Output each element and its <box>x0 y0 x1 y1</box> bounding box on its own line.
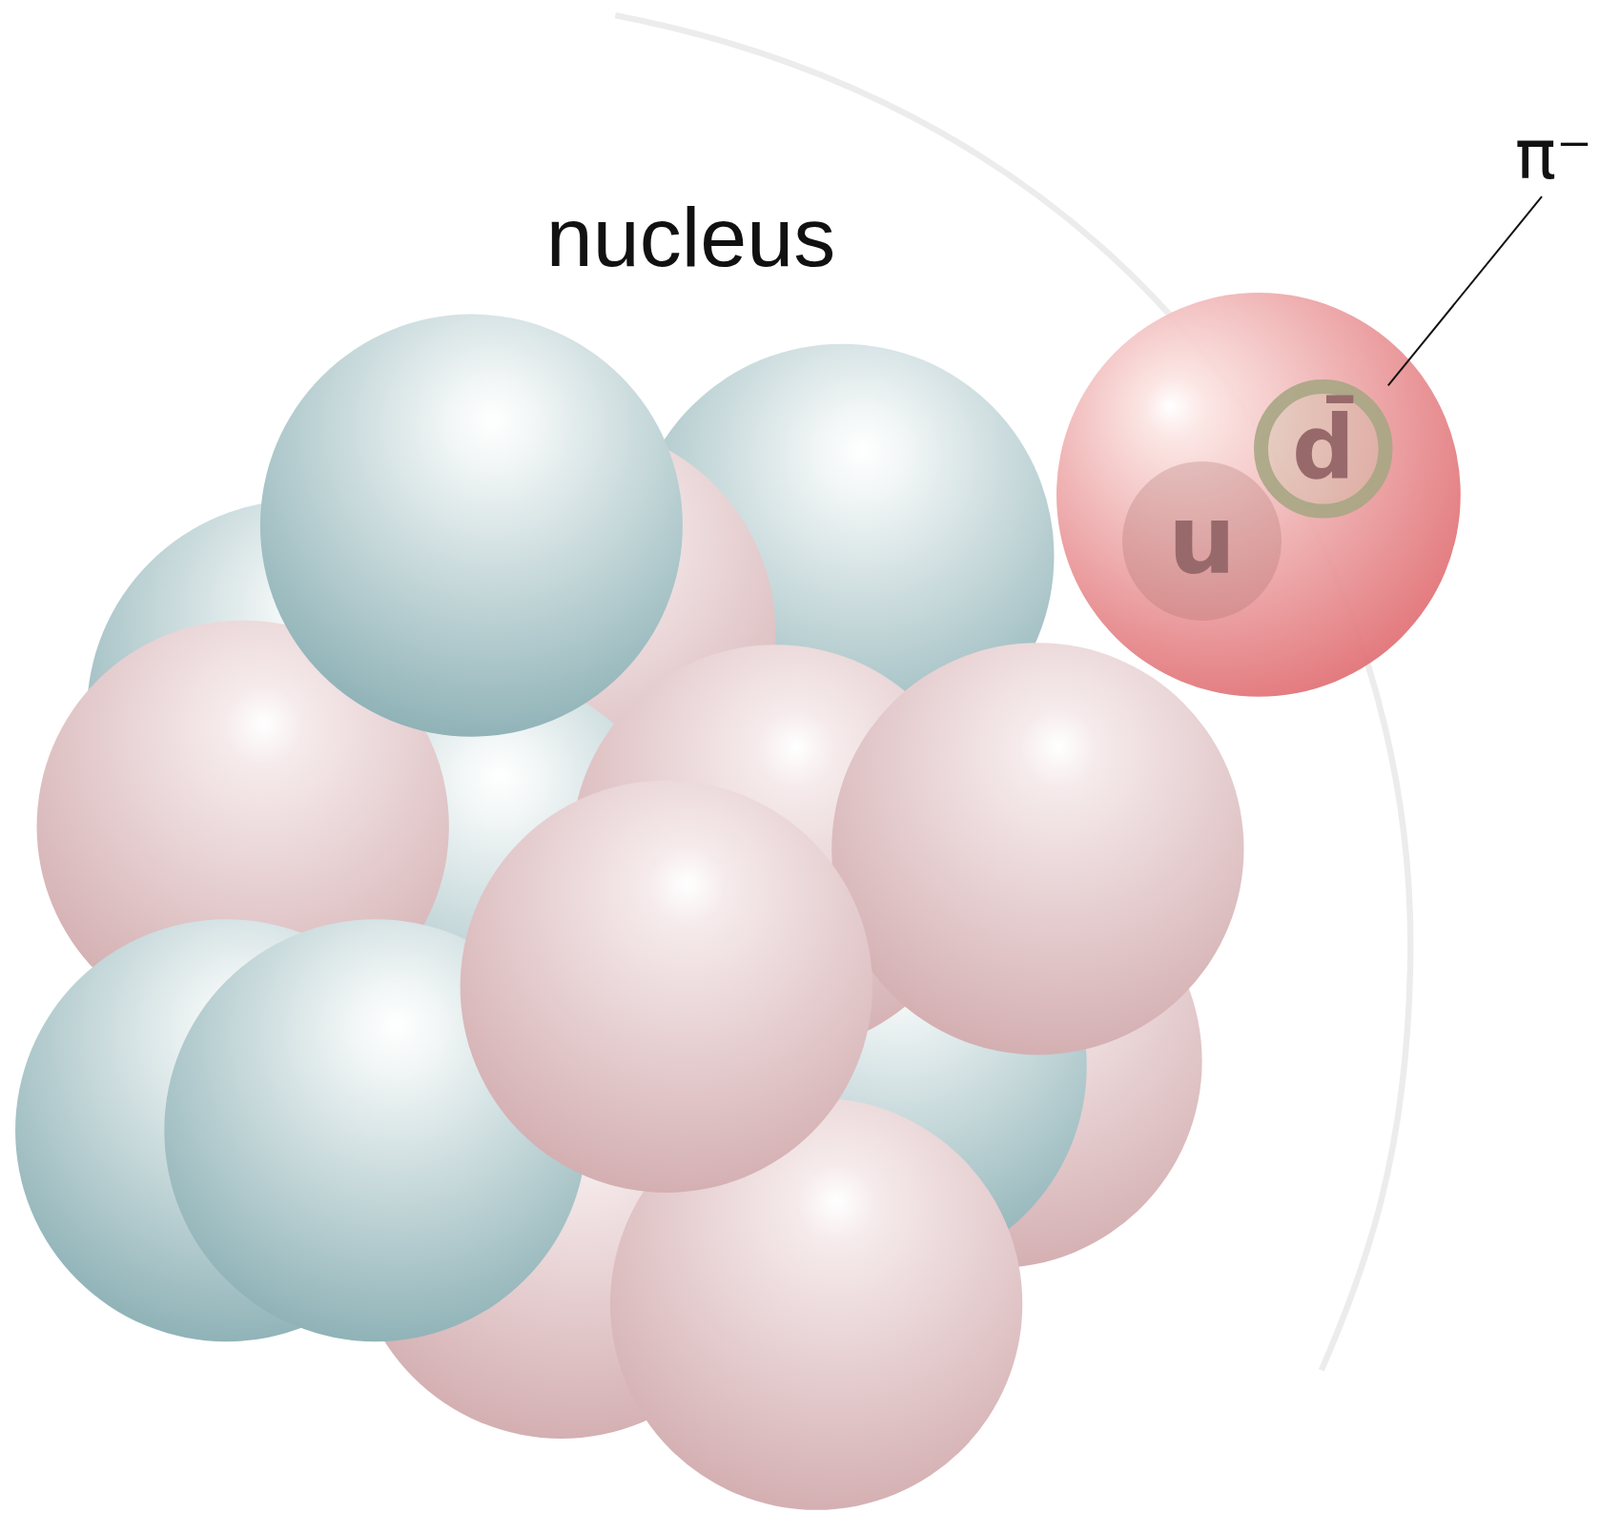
quark-symbol: u <box>1168 492 1236 589</box>
nucleus-label: nucleus <box>546 195 836 280</box>
particle-label: π⁻ <box>1515 120 1593 189</box>
pion-sphere: π⁻ud̄ <box>1056 292 1461 698</box>
neutron-sphere <box>260 314 683 738</box>
proton-sphere <box>460 780 873 1193</box>
proton-sphere <box>831 642 1244 1055</box>
quark-symbol: d̄ <box>1292 405 1355 493</box>
quark-ball <box>1122 461 1282 621</box>
quark-circle: d̄ <box>1253 379 1394 519</box>
pion-ball <box>1056 292 1461 698</box>
leader-line <box>1387 196 1541 386</box>
quark-circle: u <box>1122 461 1282 621</box>
antiquark-ring <box>1261 387 1387 513</box>
